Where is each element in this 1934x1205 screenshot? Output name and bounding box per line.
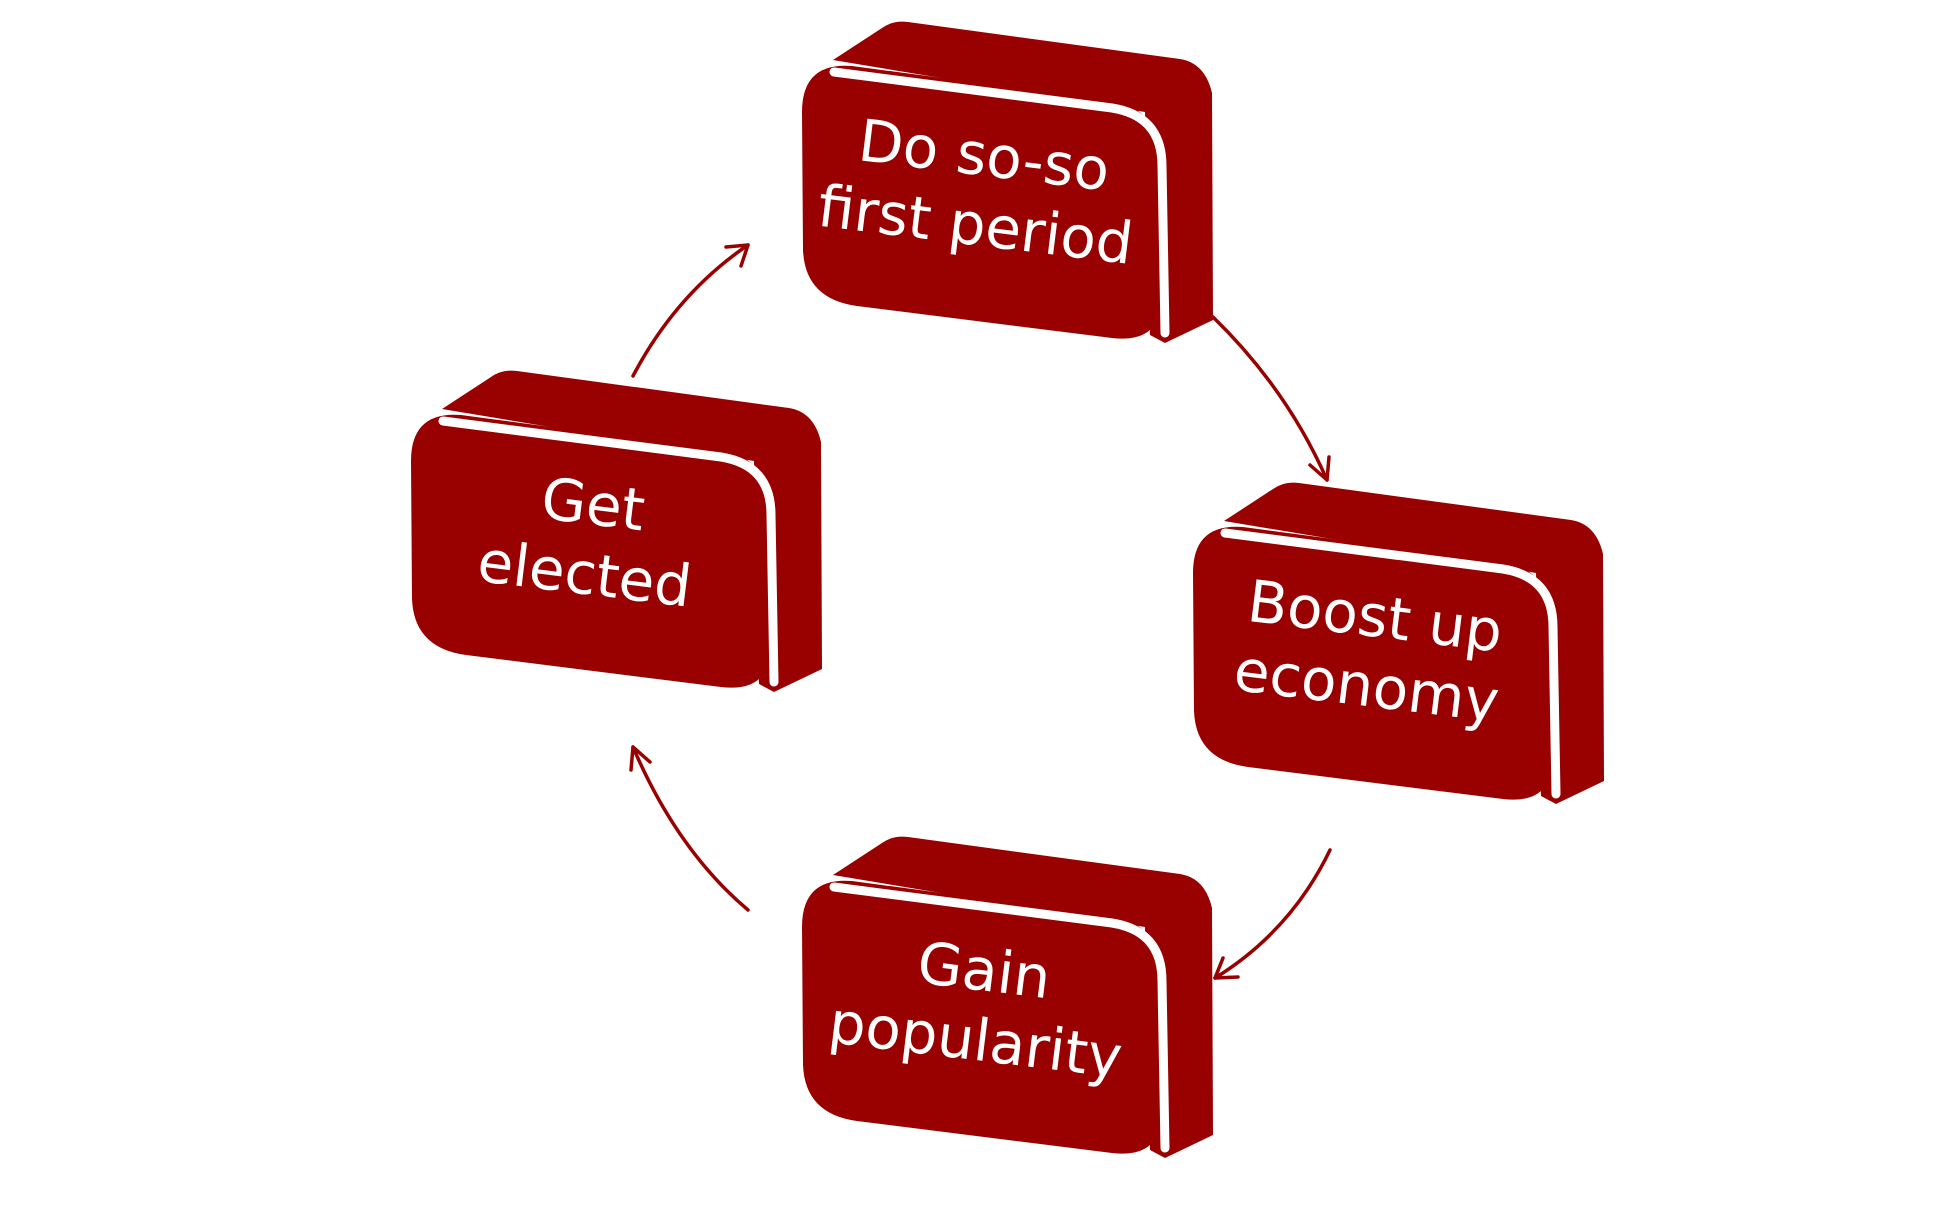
arrow-step1-to-step2 [1211, 315, 1331, 482]
step-4-box: Get elected [411, 370, 822, 692]
arrow-step3-to-step4 [629, 745, 750, 912]
step-3-box: Gain popularity [802, 836, 1213, 1158]
arrow-step2-to-step3 [1213, 848, 1332, 980]
step-2-box: Boost up economy [1193, 482, 1604, 804]
step-1-box: Do so-so first period [802, 21, 1213, 343]
step-4-line-1: Get [538, 464, 649, 544]
connector-arrows [629, 243, 1332, 980]
arrow-step4-to-step1 [631, 243, 750, 378]
step-3-line-1: Gain [914, 928, 1055, 1012]
